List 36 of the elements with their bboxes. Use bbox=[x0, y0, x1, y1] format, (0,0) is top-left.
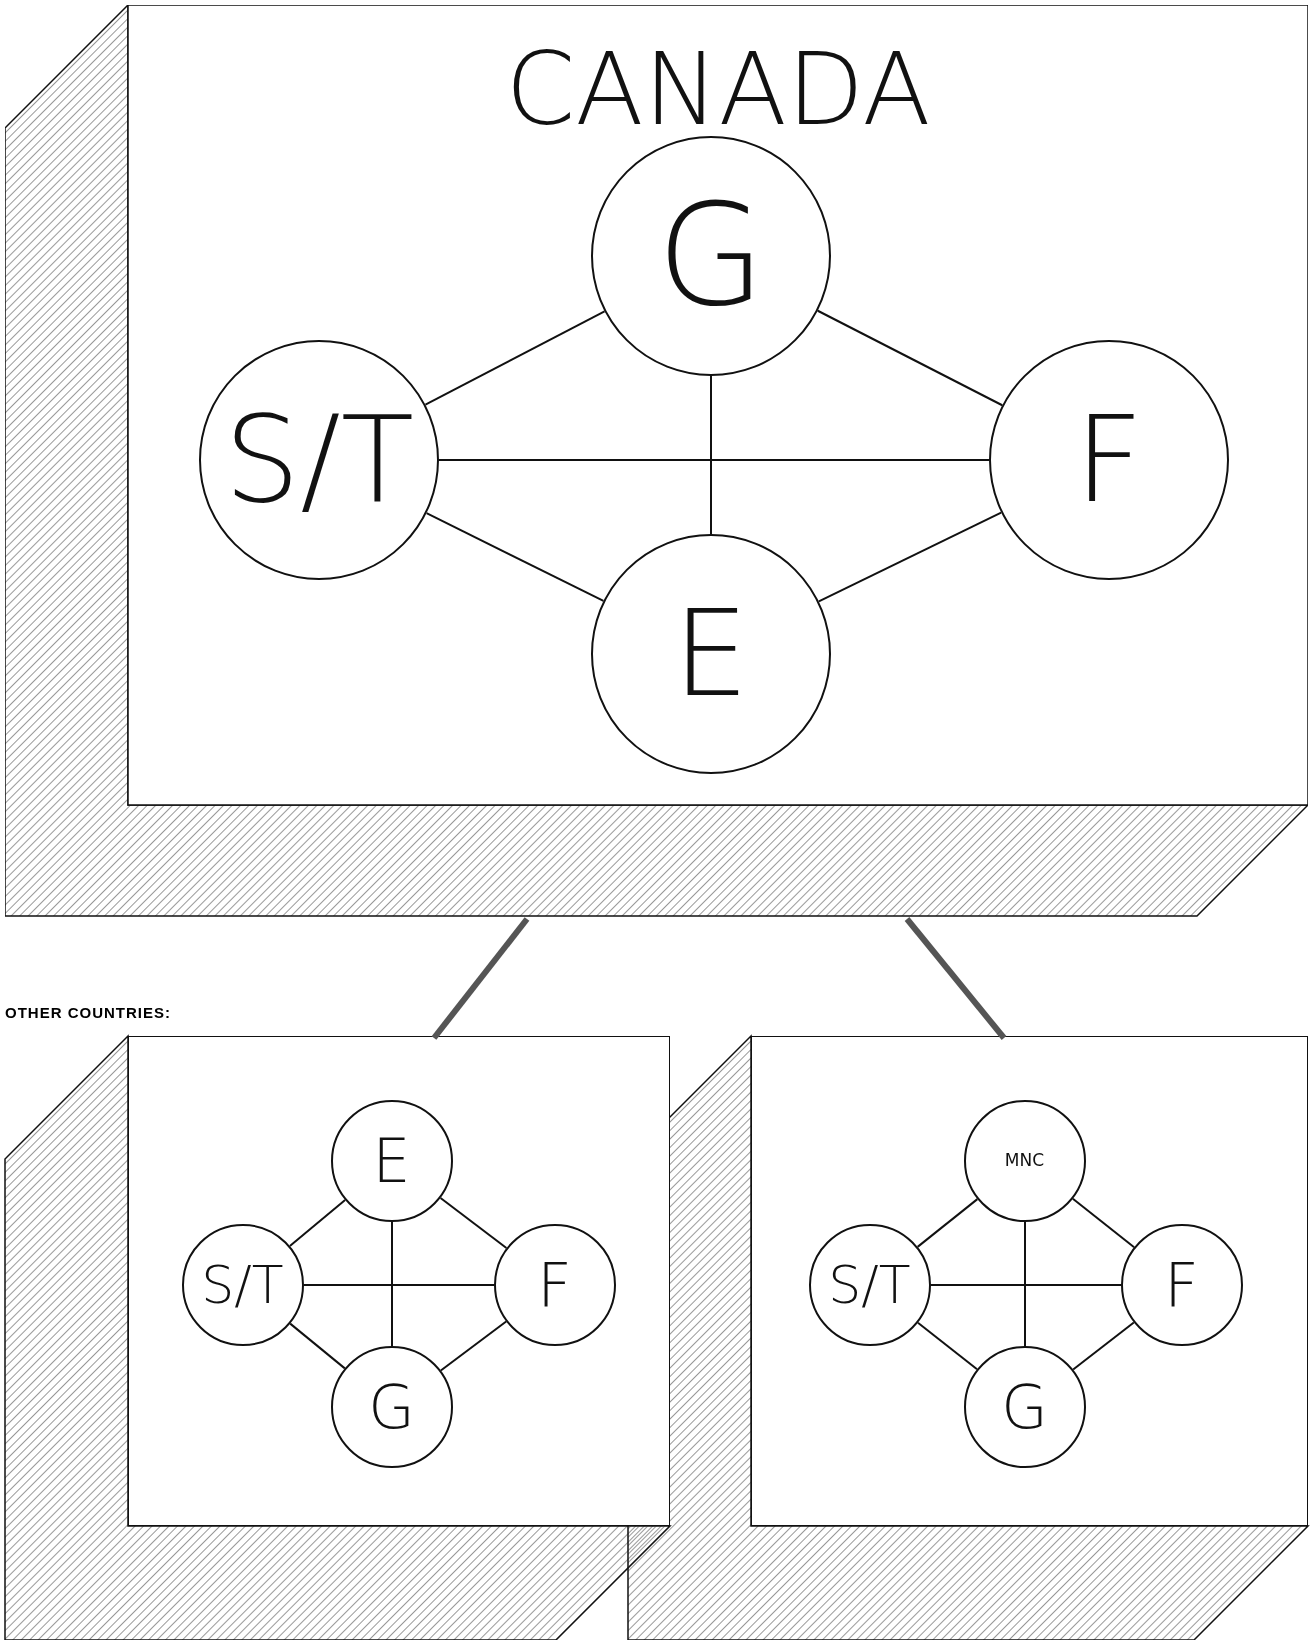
circle-label: S/T bbox=[201, 1258, 284, 1311]
connector-line bbox=[1072, 1321, 1135, 1371]
box-3d bbox=[128, 1036, 670, 1526]
connector-line bbox=[425, 512, 605, 602]
connector-line bbox=[816, 309, 1004, 407]
circle-label: G bbox=[1001, 1376, 1048, 1437]
circle-label: F bbox=[1164, 1254, 1199, 1315]
rod-connector bbox=[904, 917, 1007, 1040]
section-label: OTHER COUNTRIES: bbox=[5, 1004, 171, 1021]
connector-line bbox=[439, 1196, 508, 1250]
connector-line bbox=[439, 1320, 508, 1372]
connector-line bbox=[424, 310, 606, 406]
connector-line bbox=[916, 1321, 979, 1371]
circle-label: E bbox=[372, 1130, 411, 1191]
circle-label: G bbox=[656, 186, 766, 326]
circle-label: E bbox=[673, 594, 749, 714]
circle-label: F bbox=[1074, 400, 1144, 520]
connector-line bbox=[1071, 1197, 1136, 1249]
connector-line bbox=[930, 1284, 1122, 1286]
circle-label: S/T bbox=[828, 1258, 911, 1311]
rod-connector bbox=[431, 917, 530, 1040]
connector-line bbox=[710, 375, 712, 535]
circle-label: MNC bbox=[1004, 1152, 1045, 1169]
connector-line bbox=[438, 459, 990, 461]
connector-line bbox=[289, 1322, 346, 1370]
circle-label: S/T bbox=[224, 400, 414, 520]
circle-label: G bbox=[368, 1376, 415, 1437]
country-heading: CANADA bbox=[505, 40, 931, 140]
circle-label: F bbox=[537, 1254, 572, 1315]
connector-line bbox=[391, 1221, 393, 1347]
connector-line bbox=[303, 1284, 495, 1286]
connector-line bbox=[1024, 1221, 1026, 1347]
connector-line bbox=[916, 1198, 979, 1248]
connector-line bbox=[817, 511, 1003, 603]
connector-line bbox=[288, 1199, 347, 1247]
box-3d bbox=[751, 1036, 1308, 1526]
